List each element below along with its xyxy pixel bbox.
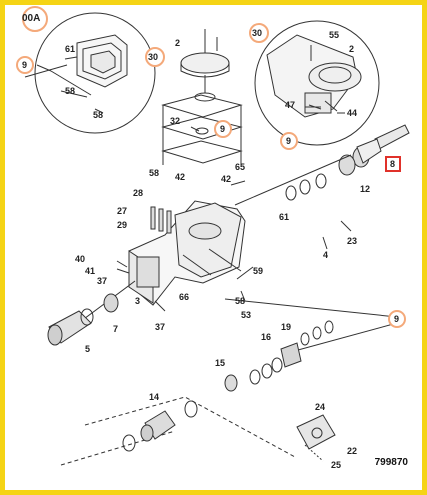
callout-9-right: 9 (286, 136, 292, 146)
callout-15: 15 (215, 358, 226, 368)
callout-47: 47 (285, 100, 296, 110)
callout-44: 44 (347, 108, 358, 118)
callout-41: 41 (85, 266, 96, 276)
callout-circle-30-right (249, 23, 269, 43)
callout-4: 4 (323, 250, 329, 260)
callout-40: 40 (75, 254, 86, 264)
flange-24 (296, 414, 336, 450)
callout-66: 66 (179, 292, 190, 302)
right-detail-plate (266, 34, 362, 118)
callout-9-mid: 9 (220, 124, 226, 134)
callout-58-a: 58 (65, 86, 76, 96)
exploded-column (161, 94, 243, 165)
section-badge-circle (22, 6, 48, 32)
callout-37-a: 37 (97, 276, 108, 286)
callout-58-d: 58 (235, 296, 246, 306)
callout-58-c: 58 (149, 168, 160, 178)
callout-59: 59 (253, 266, 264, 276)
callout-53: 53 (241, 310, 252, 320)
callout-circle-9-left (16, 56, 34, 74)
callout-9-bottom: 9 (394, 314, 400, 324)
callout-61-top: 61 (65, 44, 76, 54)
callout-16: 16 (261, 332, 272, 342)
callout-29: 29 (117, 220, 128, 230)
fitting-left (47, 308, 94, 346)
lower-parts-row (224, 320, 334, 392)
fitting-14 (140, 410, 176, 442)
callout-61-mid: 61 (279, 212, 290, 222)
callout-28: 28 (133, 188, 144, 198)
pump-head-assembly (180, 29, 230, 102)
callout-3: 3 (135, 296, 141, 306)
drawing-number: 799870 (374, 457, 408, 468)
highlight-box-part-8 (385, 156, 401, 172)
callout-25: 25 (331, 460, 342, 470)
section-badge: 00A (22, 13, 41, 24)
callout-circle-9-right (280, 132, 298, 150)
callout-14: 14 (149, 392, 160, 402)
callout-42-b: 42 (221, 174, 232, 184)
left-detail-housing (24, 34, 128, 98)
callout-23: 23 (347, 236, 358, 246)
exploded-parts-drawing (16, 6, 410, 466)
callout-2-top: 2 (175, 38, 181, 48)
main-housing (128, 200, 246, 306)
callout-30-left: 30 (148, 52, 159, 62)
callout-12: 12 (360, 184, 371, 194)
callout-9-left: 9 (22, 60, 28, 70)
callout-8: 8 (390, 159, 396, 169)
detail-circle-right (254, 20, 380, 146)
callout-24: 24 (315, 402, 326, 412)
callout-32: 32 (170, 116, 181, 126)
shaft-part (352, 124, 410, 168)
callout-27: 27 (117, 206, 128, 216)
callout-19: 19 (281, 322, 292, 332)
callout-65: 65 (235, 162, 246, 172)
callout-55: 55 (329, 30, 340, 40)
detail-circle-left (34, 12, 156, 134)
callout-22: 22 (347, 446, 358, 456)
callout-circle-9-mid (214, 120, 232, 138)
callout-2-right: 2 (349, 44, 355, 54)
callout-58-b: 58 (93, 110, 104, 120)
callout-30-right: 30 (252, 28, 263, 38)
callout-7: 7 (113, 324, 119, 334)
callout-circle-9-bottom (388, 310, 406, 328)
callout-42-a: 42 (175, 172, 186, 182)
callout-37-b: 37 (155, 322, 166, 332)
callout-5: 5 (85, 344, 91, 354)
callout-circle-30-left (145, 47, 165, 67)
